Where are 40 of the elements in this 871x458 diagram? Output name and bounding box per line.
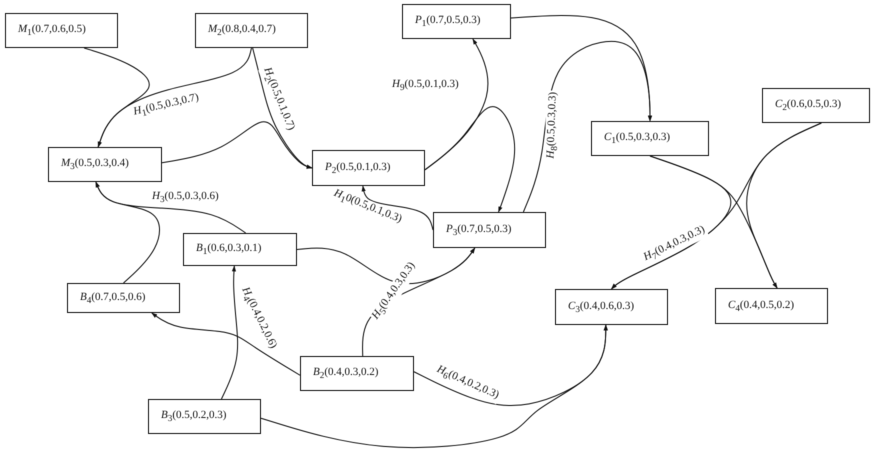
node-label: C$_{4}$(0.4,0.5,0.2) bbox=[727, 298, 794, 314]
arrow bbox=[424, 106, 516, 213]
node-box bbox=[402, 4, 511, 39]
node-label: B$_{2}$(0.4,0.3,0.2) bbox=[312, 366, 378, 381]
arrow bbox=[162, 121, 313, 169]
edge-label: H$_{3}$(0.5,0.3,0.6) bbox=[151, 190, 220, 206]
arrow bbox=[98, 48, 252, 148]
arrow bbox=[95, 181, 160, 284]
node-label: C$_{3}$(0.4,0.6,0.3) bbox=[567, 300, 634, 314]
node-label: B$_{4}$(0.7,0.5,0.6) bbox=[79, 290, 146, 306]
node-label: P$_{2}$(0.5,0.1,0.3) bbox=[324, 160, 390, 176]
node-box bbox=[48, 147, 162, 182]
node-label: P$_{3}$(0.7,0.5,0.3) bbox=[445, 222, 512, 238]
node-label: B$_{1}$(0.6,0.3,0.1) bbox=[195, 242, 262, 257]
edge-label: H$_{9}$(0.5,0.1,0.3) bbox=[391, 78, 460, 94]
arrow bbox=[522, 40, 652, 212]
arrow bbox=[260, 324, 608, 448]
node-box bbox=[715, 288, 828, 324]
node-box bbox=[5, 13, 118, 48]
node-box bbox=[67, 283, 180, 313]
node-label: M$_{3}$(0.5,0.3,0.4) bbox=[60, 157, 129, 172]
arrow bbox=[151, 312, 300, 376]
arrow bbox=[362, 185, 434, 230]
node-box bbox=[433, 212, 546, 248]
arrow bbox=[746, 122, 822, 288]
node-box bbox=[762, 88, 870, 123]
node-label: B$_{3}$(0.5,0.2,0.3) bbox=[160, 409, 226, 424]
node-label: M$_{1}$(0.7,0.6,0.5) bbox=[17, 23, 86, 38]
arrow bbox=[220, 265, 238, 400]
node-box bbox=[300, 356, 414, 391]
node-label: M$_{2}$(0.8,0.4,0.7) bbox=[207, 23, 276, 38]
node-box bbox=[148, 399, 261, 434]
node-box bbox=[195, 13, 308, 48]
node-box bbox=[312, 150, 425, 186]
node-label: C$_{2}$(0.6,0.5,0.3) bbox=[774, 98, 841, 113]
node-box bbox=[183, 233, 297, 266]
node-label: P$_{1}$(0.7,0.5,0.3) bbox=[414, 14, 480, 29]
node-box bbox=[555, 289, 668, 325]
node-label: C$_{1}$(0.5,0.3,0.3) bbox=[603, 131, 670, 146]
node-box bbox=[591, 121, 709, 156]
